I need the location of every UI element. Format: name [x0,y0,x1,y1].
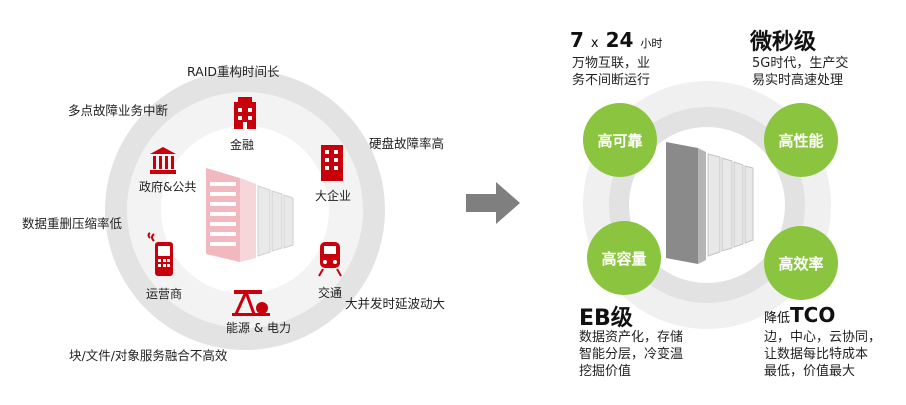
capacity-description: 数据资产化，存储 智能分层，冷变温 挖掘价值 [579,329,683,380]
capacity-desc-line2: 智能分层，冷变温 [579,347,684,362]
performance-desc-line1: 5G时代，生产交 [752,56,849,71]
performance-desc-line2: 易实时高速处理 [752,73,844,88]
performance-description: 5G时代，生产交 易实时高速处理 [752,55,848,89]
issue-latency-jitter: 大并发时延波动大 [345,296,446,311]
pill-high-capacity: 高容量 [587,221,661,295]
reliable-x: x [590,36,599,51]
capacity-title: EB级 [579,306,633,331]
industry-transport-label: 交通 [318,286,343,300]
issue-multipoint-failure: 多点故障业务中断 [68,103,169,118]
issue-disk-failure: 硬盘故障率高 [369,136,445,151]
industry-carrier-label: 运营商 [146,287,183,301]
reliable-num-24: 24 [605,28,634,52]
reliable-desc-line2: 务不间断运行 [572,73,651,88]
efficiency-desc-line1: 边，中心，云协同， [764,330,882,345]
enterprise-tower-icon [321,145,343,181]
reliable-title: 7 x 24 小时 [570,28,662,52]
industry-enterprise-label: 大企业 [315,189,352,203]
carrier-phone-icon [147,232,173,276]
efficiency-title: 降低TCO [764,303,835,328]
capacity-desc-line1: 数据资产化，存储 [579,330,684,345]
efficiency-desc-line3: 最低，价值最大 [764,364,856,379]
pill-high-efficiency: 高效率 [764,226,838,300]
industry-government-label: 政府&公共 [139,180,197,194]
issue-raid-rebuild: RAID重构时间长 [187,64,280,79]
storage-cluster-icon [666,142,754,264]
industry-finance-label: 金融 [230,138,255,152]
pill-high-reliability: 高可靠 [583,103,657,177]
energy-oilpump-icon [232,290,270,316]
server-rack-icon [206,168,294,262]
pill-high-performance: 高性能 [764,103,838,177]
industry-energy-label: 能源 & 电力 [226,321,291,335]
capacity-desc-line3: 挖掘价值 [579,364,632,379]
reliable-description: 万物互联，业 务不间断运行 [572,55,650,89]
arrow-right-icon [466,182,520,224]
transport-train-icon [318,242,342,277]
efficiency-desc-line2: 让数据每比特成本 [764,347,869,362]
reliable-num-7: 7 [570,28,584,52]
government-bank-icon [150,147,176,174]
efficiency-title-prefix: 降低 [764,311,791,326]
efficiency-title-tco: TCO [790,303,836,327]
issue-dedup-ratio: 数据重删压缩率低 [22,216,123,231]
finance-building-icon [234,97,256,129]
efficiency-description: 边，中心，云协同， 让数据每比特成本 最低，价值最大 [764,329,881,380]
performance-title: 微秒级 [750,30,817,55]
reliable-desc-line1: 万物互联，业 [572,56,651,71]
reliable-unit: 小时 [640,37,663,50]
issue-service-fusion: 块/文件/对象服务融合不高效 [69,348,228,363]
